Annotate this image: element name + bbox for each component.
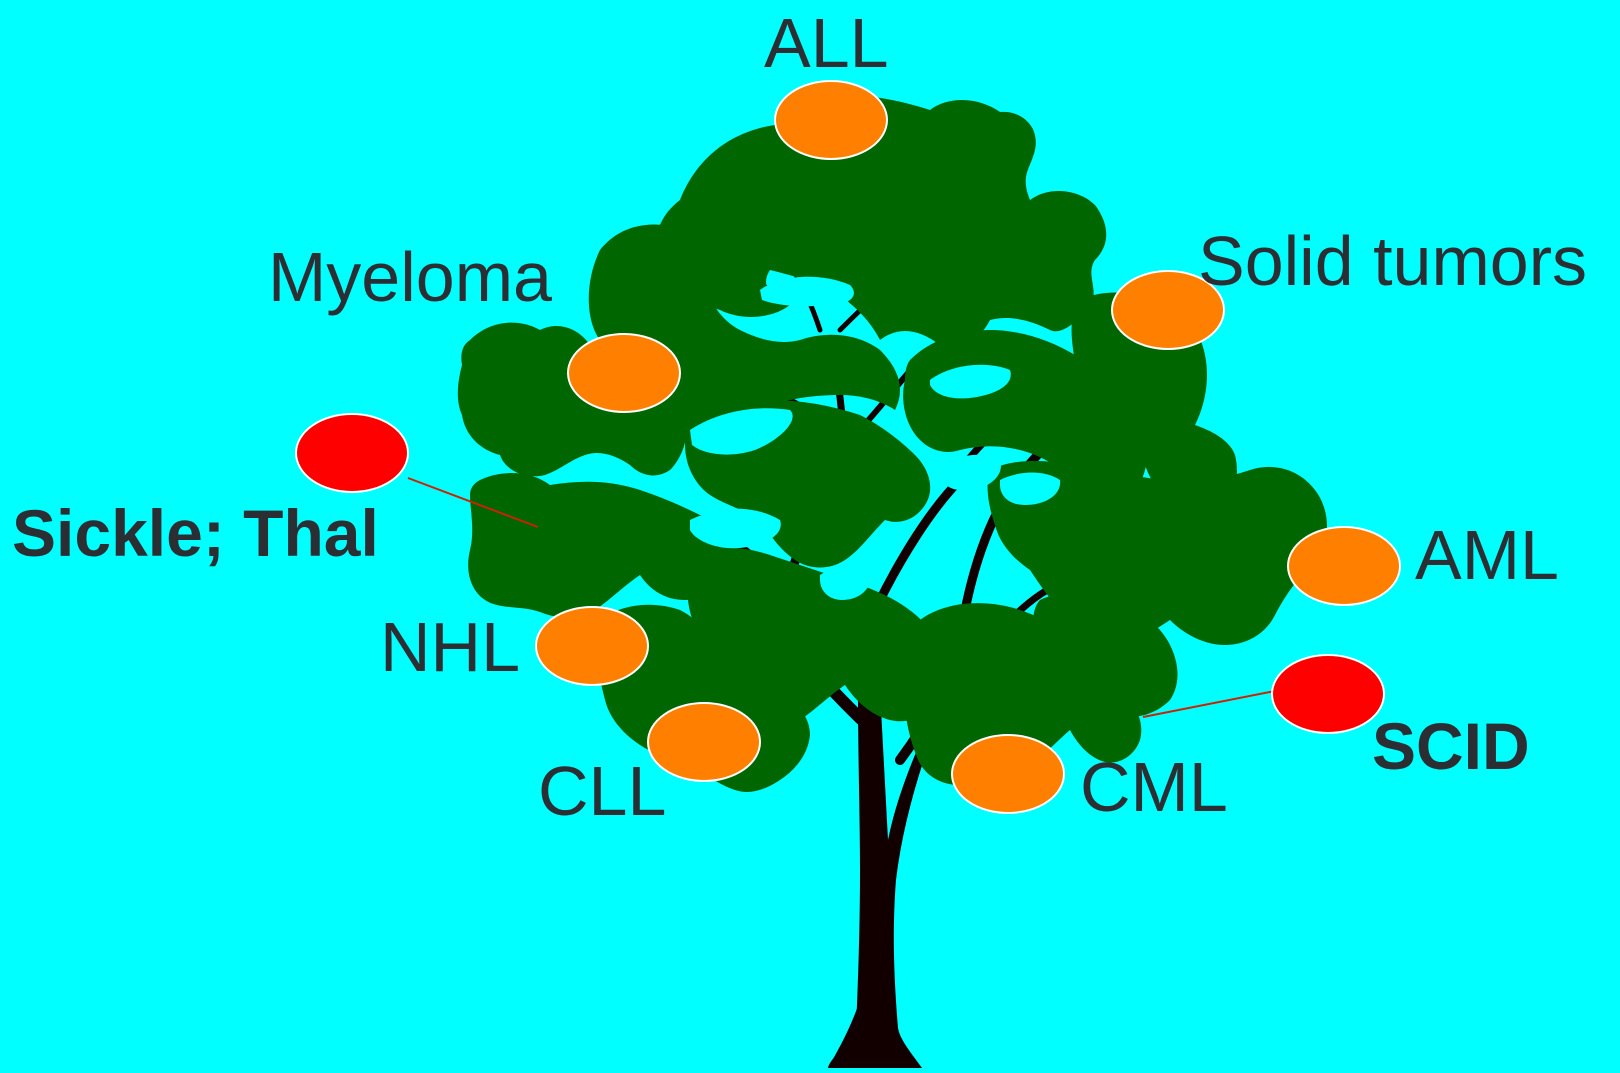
fruit-scid xyxy=(1272,655,1384,733)
fruit-sickle-thal xyxy=(296,414,408,492)
label-scid: SCID xyxy=(1372,713,1530,779)
fruit-cml xyxy=(952,735,1064,813)
label-cml: CML xyxy=(1080,752,1228,822)
label-nhl: NHL xyxy=(380,612,520,682)
fruit-all xyxy=(775,81,887,159)
tree-foliage xyxy=(458,96,1327,792)
label-solid-tumors: Solid tumors xyxy=(1198,226,1587,296)
label-cll: CLL xyxy=(538,756,666,826)
label-sickle-thal: Sickle; Thal xyxy=(12,500,379,566)
label-myeloma: Myeloma xyxy=(268,242,552,312)
fruit-nhl xyxy=(536,607,648,685)
fruit-myeloma xyxy=(568,334,680,412)
label-aml: AML xyxy=(1415,520,1559,590)
label-all: ALL xyxy=(764,8,889,78)
fruit-aml xyxy=(1288,527,1400,605)
